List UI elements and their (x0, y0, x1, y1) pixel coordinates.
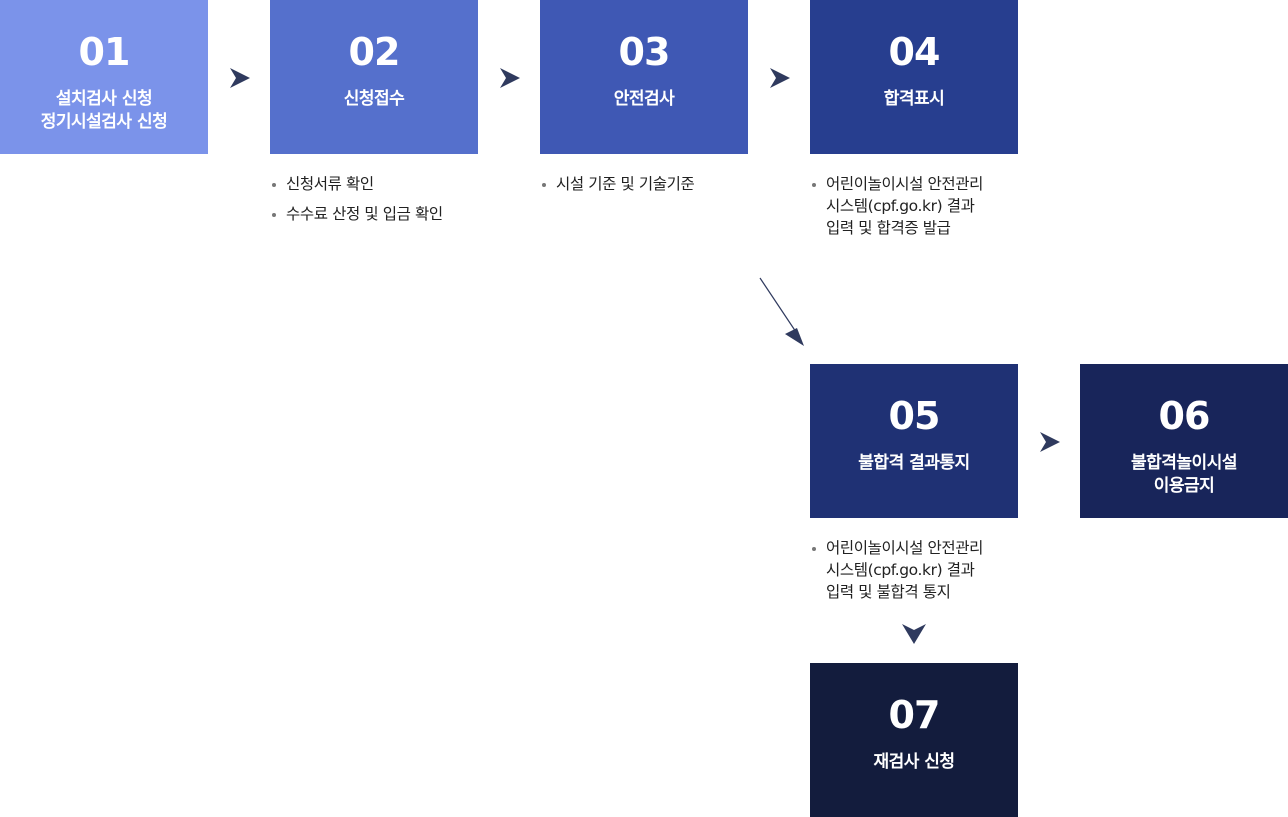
note-item: 수수료 산정 및 입금 확인 (270, 203, 510, 226)
note-line: 시스템(cpf.go.kr) 결과 (826, 561, 975, 579)
step-title: 신청접수 (270, 88, 478, 111)
step-title: 안전검사 (540, 88, 748, 111)
step-title-line: 재검사 신청 (873, 752, 955, 772)
step-title: 불합격놀이시설 이용금지 (1080, 452, 1288, 498)
step-number: 06 (1158, 394, 1211, 438)
step-number: 01 (78, 30, 131, 74)
step-02-box: 02 신청접수 (270, 0, 478, 154)
note-item: 시설 기준 및 기술기준 (540, 173, 780, 196)
note-item: 신청서류 확인 (270, 173, 510, 196)
note-item: 어린이놀이시설 안전관리 시스템(cpf.go.kr) 결과 입력 및 합격증 … (810, 173, 1050, 239)
step-03-box: 03 안전검사 (540, 0, 748, 154)
step-title-line: 신청접수 (343, 89, 405, 109)
arrow-right-icon (1040, 432, 1060, 452)
arrow-right-icon (770, 68, 790, 88)
note-line: 입력 및 합격증 발급 (826, 219, 951, 237)
step-05-notes: 어린이놀이시설 안전관리 시스템(cpf.go.kr) 결과 입력 및 불합격 … (810, 537, 1050, 603)
step-title: 재검사 신청 (810, 751, 1018, 774)
note-line: 시스템(cpf.go.kr) 결과 (826, 197, 975, 215)
arrow-right-icon (500, 68, 520, 88)
step-06-box: 06 불합격놀이시설 이용금지 (1080, 364, 1288, 518)
step-01-box: 01 설치검사 신청 정기시설검사 신청 (0, 0, 208, 154)
arrow-right-icon (230, 68, 250, 88)
step-number: 02 (348, 30, 401, 74)
step-number: 04 (888, 30, 941, 74)
step-title-line: 불합격놀이시설 (1131, 453, 1237, 473)
step-title-line: 불합격 결과통지 (858, 453, 970, 473)
step-title-line: 합격표시 (883, 89, 945, 109)
step-title: 설치검사 신청 정기시설검사 신청 (0, 88, 208, 134)
step-number: 07 (888, 693, 941, 737)
arrow-diagonal-icon (759, 277, 804, 346)
note-item: 어린이놀이시설 안전관리 시스템(cpf.go.kr) 결과 입력 및 불합격 … (810, 537, 1050, 603)
step-07-box: 07 재검사 신청 (810, 663, 1018, 817)
step-02-notes: 신청서류 확인 수수료 산정 및 입금 확인 (270, 173, 510, 233)
step-title-line: 안전검사 (613, 89, 675, 109)
arrow-down-icon (902, 624, 926, 644)
step-number: 03 (618, 30, 671, 74)
note-line: 어린이놀이시설 안전관리 (826, 175, 983, 193)
step-title-line: 이용금지 (1153, 476, 1215, 496)
step-title: 불합격 결과통지 (810, 452, 1018, 475)
step-number: 05 (888, 394, 941, 438)
step-03-notes: 시설 기준 및 기술기준 (540, 173, 780, 203)
note-line: 어린이놀이시설 안전관리 (826, 539, 983, 557)
step-04-box: 04 합격표시 (810, 0, 1018, 154)
note-line: 입력 및 불합격 통지 (826, 583, 951, 601)
step-title: 합격표시 (810, 88, 1018, 111)
step-04-notes: 어린이놀이시설 안전관리 시스템(cpf.go.kr) 결과 입력 및 합격증 … (810, 173, 1050, 239)
step-title-line: 정기시설검사 신청 (40, 112, 168, 132)
step-title-line: 설치검사 신청 (55, 89, 153, 109)
step-05-box: 05 불합격 결과통지 (810, 364, 1018, 518)
